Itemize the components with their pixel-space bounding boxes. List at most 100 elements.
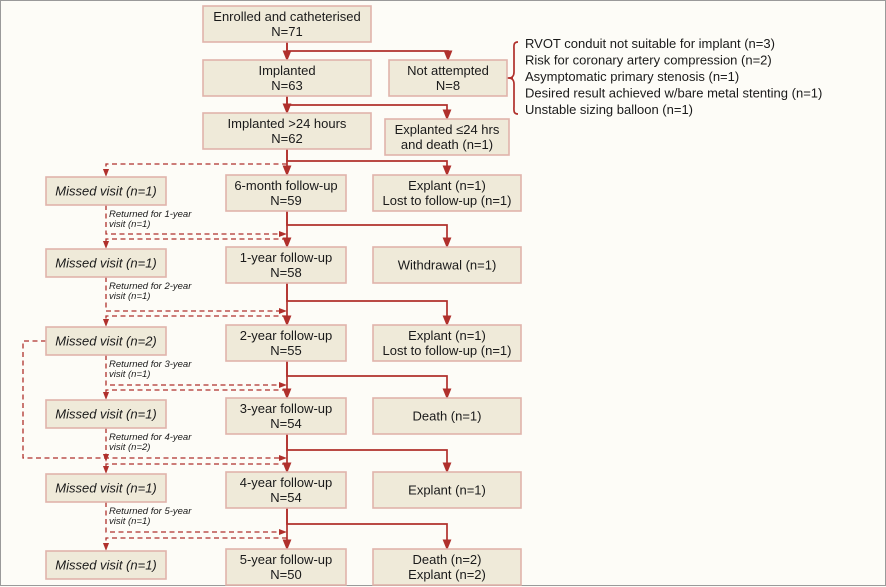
return-label-text-ret-2y: visit (n=1)	[109, 291, 150, 302]
node-label-enrolled: N=71	[271, 24, 302, 39]
node-fu-3y[interactable]: 3-year follow-upN=54	[225, 397, 347, 435]
node-label-missed-1y: Missed visit (n=1)	[55, 256, 157, 271]
node-missed-3y[interactable]: Missed visit (n=1)	[45, 399, 167, 429]
return-label-text-ret-5y: Returned for 5-year	[109, 506, 192, 517]
node-missed-2y[interactable]: Missed visit (n=2)	[45, 326, 167, 356]
node-label-out-5y: Death (n=2)	[412, 552, 481, 567]
box-group: Enrolled and catheterisedN=71ImplantedN=…	[45, 5, 522, 586]
edge-missed2y-returned-3y	[105, 355, 287, 389]
edge-implanted-to-explanted24h	[286, 96, 452, 121]
node-box-fu-6m	[225, 174, 347, 212]
edge-fu6m-to-out1y	[286, 211, 452, 249]
return-label-text-ret-4y: visit (n=2)	[109, 442, 150, 453]
node-missed-4y[interactable]: Missed visit (n=1)	[45, 473, 167, 503]
node-out-4y[interactable]: Explant (n=1)	[372, 471, 522, 509]
node-out-1y[interactable]: Withdrawal (n=1)	[372, 246, 522, 284]
reason-item: Unstable sizing balloon (n=1)	[525, 102, 693, 117]
node-fu-5y[interactable]: 5-year follow-upN=50	[225, 548, 347, 586]
node-out-6m[interactable]: Explant (n=1)Lost to follow-up (n=1)	[372, 174, 522, 212]
node-label-fu-6m: 6-month follow-up	[234, 178, 337, 193]
reason-item: Desired result achieved w/bare metal ste…	[525, 86, 822, 101]
node-out-5y[interactable]: Death (n=2)Explant (n=2)	[372, 548, 522, 586]
node-out-3y[interactable]: Death (n=1)	[372, 397, 522, 435]
node-box-out-4y	[372, 471, 522, 509]
return-label-text-ret-3y: Returned for 3-year	[109, 359, 192, 370]
node-box-out-6m	[372, 174, 522, 212]
node-label-out-3y: Death (n=1)	[412, 409, 481, 424]
edge-to-missed-1y	[102, 238, 287, 249]
node-box-missed-2y	[45, 326, 167, 356]
node-label-fu-5y: N=50	[270, 567, 301, 582]
node-box-fu-2y	[225, 324, 347, 362]
edge-to-missed-2y	[102, 315, 287, 327]
node-out-2y[interactable]: Explant (n=1)Lost to follow-up (n=1)	[372, 324, 522, 362]
node-label-missed-5y: Missed visit (n=1)	[55, 558, 157, 573]
edge-to-missed-4y	[102, 463, 287, 474]
node-box-implanted-24h	[202, 112, 372, 150]
node-label-enrolled: Enrolled and catheterised	[213, 9, 360, 24]
node-box-missed-4y	[45, 473, 167, 503]
node-missed-1y[interactable]: Missed visit (n=1)	[45, 248, 167, 278]
node-label-fu-6m: N=59	[270, 193, 301, 208]
node-label-out-1y: Withdrawal (n=1)	[398, 258, 497, 273]
edge-to-missed-5y	[102, 537, 287, 551]
node-fu-1y[interactable]: 1-year follow-upN=58	[225, 246, 347, 284]
node-label-fu-5y: 5-year follow-up	[240, 552, 333, 567]
node-box-explanted-24h	[384, 118, 510, 156]
node-label-out-2y: Lost to follow-up (n=1)	[383, 343, 512, 358]
node-label-explanted-24h: and death (n=1)	[401, 137, 493, 152]
edges-dashed	[22, 163, 287, 551]
node-label-implanted: Implanted	[258, 63, 315, 78]
node-label-implanted: N=63	[271, 78, 302, 93]
node-box-out-2y	[372, 324, 522, 362]
node-box-out-5y	[372, 548, 522, 586]
node-label-missed-2y: Missed visit (n=2)	[55, 334, 157, 349]
node-box-fu-3y	[225, 397, 347, 435]
node-label-missed-6m: Missed visit (n=1)	[55, 184, 157, 199]
node-label-out-5y: Explant (n=2)	[408, 567, 486, 582]
edge-missed1y-returned-2y	[105, 277, 287, 315]
node-label-out-6m: Explant (n=1)	[408, 178, 486, 193]
return-label-text-ret-4y: Returned for 4-year	[109, 432, 192, 443]
node-label-fu-4y: N=54	[270, 490, 301, 505]
node-box-fu-4y	[225, 471, 347, 509]
node-label-out-2y: Explant (n=1)	[408, 328, 486, 343]
node-label-missed-4y: Missed visit (n=1)	[55, 481, 157, 496]
node-fu-4y[interactable]: 4-year follow-upN=54	[225, 471, 347, 509]
node-box-not-attempted	[388, 59, 508, 97]
node-label-fu-2y: N=55	[270, 343, 301, 358]
not-attempted-reason-list: RVOT conduit not suitable for implant (n…	[525, 36, 822, 117]
node-label-out-4y: Explant (n=1)	[408, 483, 486, 498]
edge-missed6m-returned-1y	[105, 205, 287, 238]
node-fu-6m[interactable]: 6-month follow-upN=59	[225, 174, 347, 212]
not-attempted-bracket	[507, 41, 519, 115]
reason-item: Asymptomatic primary stenosis (n=1)	[525, 69, 739, 84]
return-label-text-ret-3y: visit (n=1)	[109, 369, 150, 380]
edge-fu1y-to-out2y	[286, 283, 452, 327]
node-label-implanted-24h: N=62	[271, 131, 302, 146]
node-box-out-3y	[372, 397, 522, 435]
node-box-missed-3y	[45, 399, 167, 429]
node-label-fu-3y: N=54	[270, 416, 301, 431]
node-label-not-attempted: Not attempted	[407, 63, 489, 78]
edge-fu3y-to-out4y	[286, 434, 452, 474]
node-box-missed-5y	[45, 550, 167, 580]
return-label-text-ret-1y: Returned for 1-year	[109, 209, 192, 220]
edge-to-missed-6m	[102, 163, 287, 177]
node-fu-2y[interactable]: 2-year follow-upN=55	[225, 324, 347, 362]
node-missed-5y[interactable]: Missed visit (n=1)	[45, 550, 167, 580]
node-box-fu-1y	[225, 246, 347, 284]
edge-missed4y-returned-5y	[105, 502, 287, 536]
node-box-enrolled	[202, 5, 372, 43]
node-missed-6m[interactable]: Missed visit (n=1)	[45, 176, 167, 206]
